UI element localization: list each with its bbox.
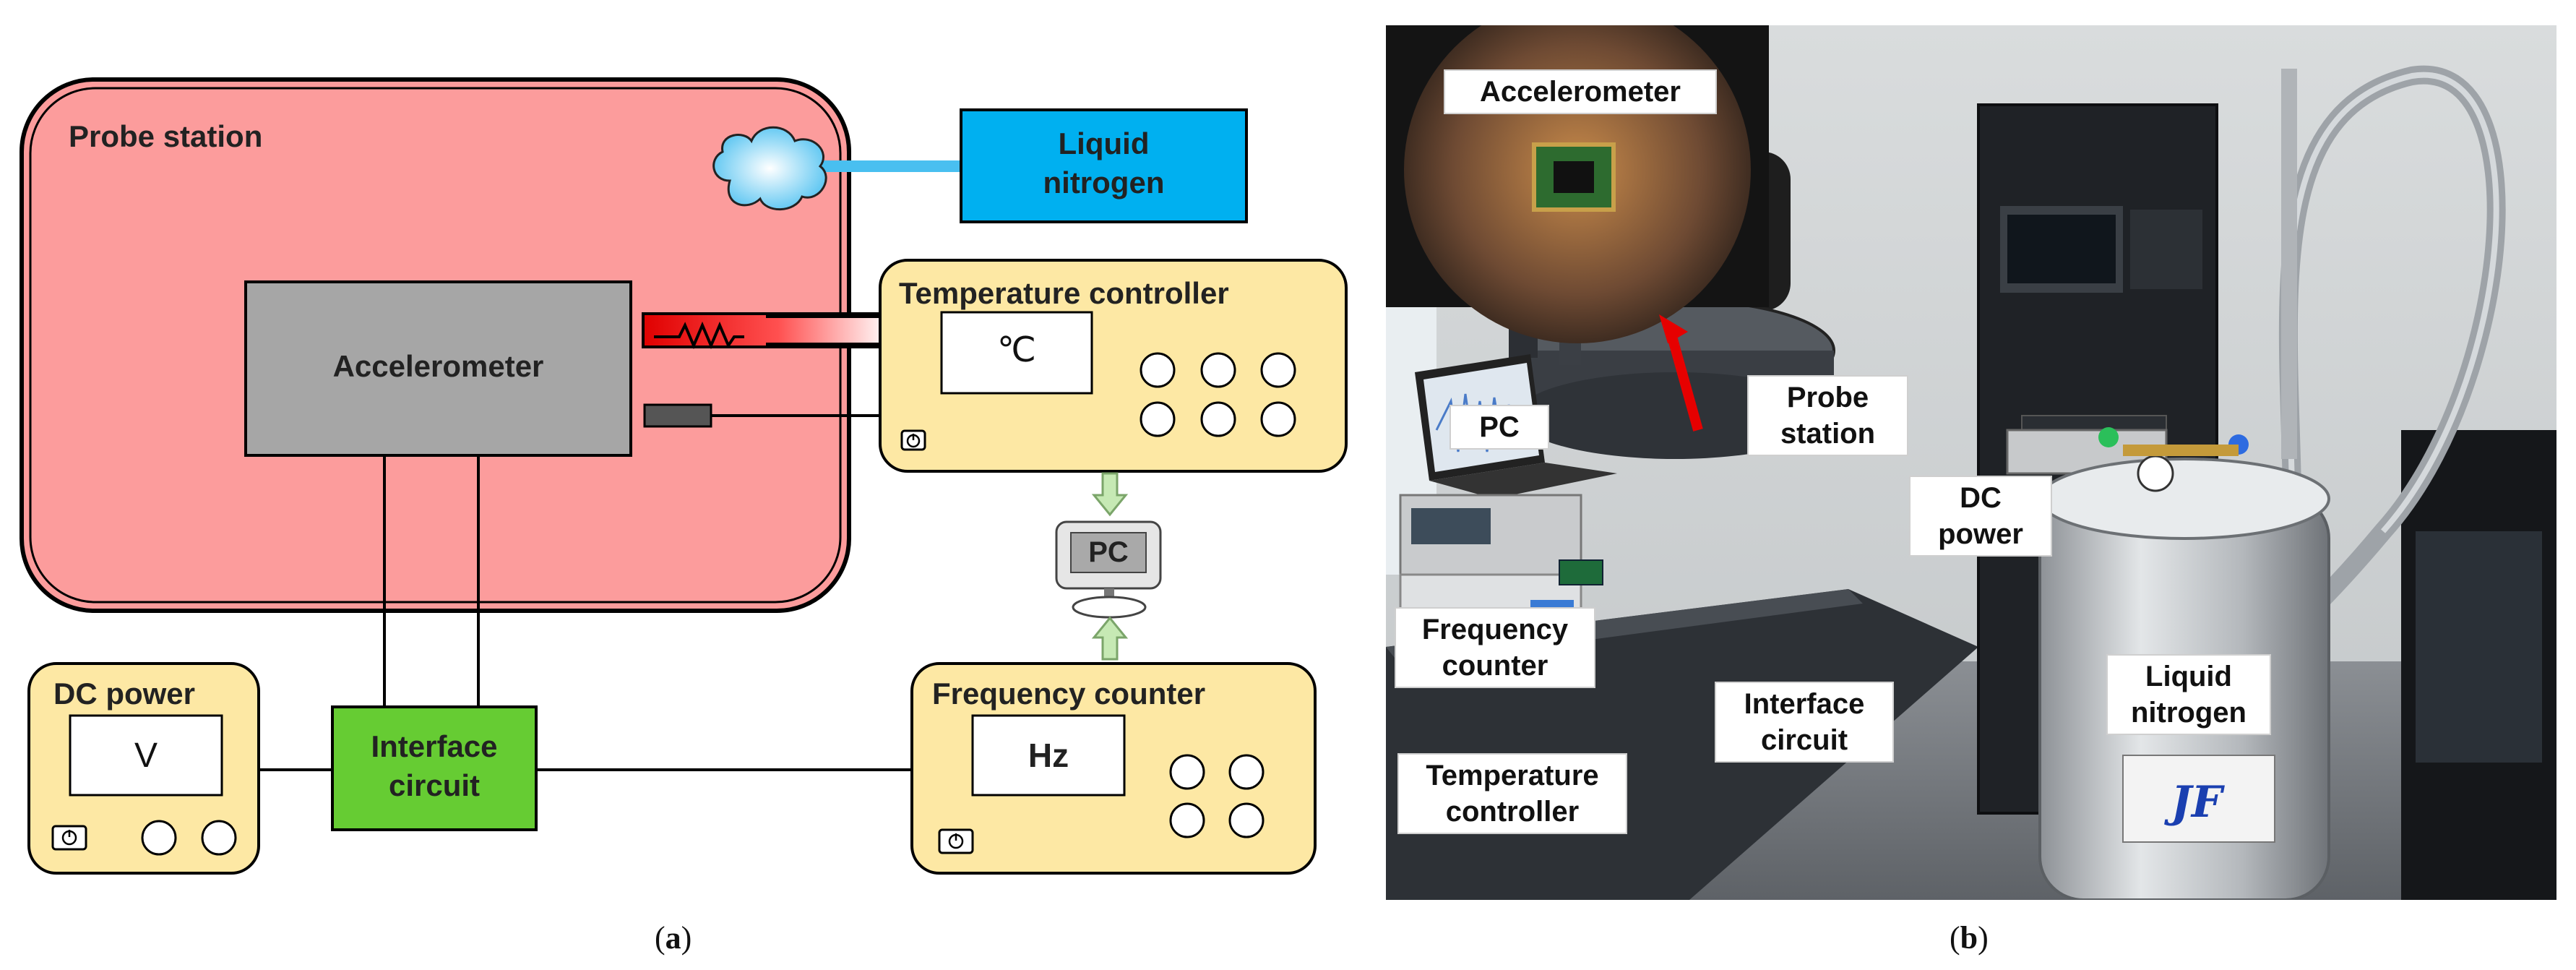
photo-label-probe-station: Probe station	[1747, 375, 1908, 456]
heater-bar	[642, 312, 890, 348]
caption-a: (a)	[655, 920, 692, 956]
photo-label-pc: PC	[1449, 405, 1549, 450]
temperature-display-text: ℃	[997, 330, 1036, 370]
photo-label-frequency-counter: Frequency counter	[1395, 607, 1595, 688]
power-icon	[938, 828, 974, 854]
interface-circuit-board	[1559, 559, 1603, 585]
photo-label-liquid-nitrogen: Liquid nitrogen	[2106, 654, 2271, 735]
liquid-nitrogen-label: Liquid nitrogen	[1043, 126, 1165, 199]
pc-screen	[1070, 532, 1147, 573]
dewar-brand-logo: JF	[2171, 777, 2223, 828]
liquid-nitrogen-box	[960, 108, 1248, 223]
arrow-down-to-pc	[1091, 472, 1129, 517]
accelerometer-box	[244, 280, 632, 457]
photo-label-interface-circuit: Interface circuit	[1715, 682, 1894, 763]
photo-label-temperature-controller: Temperature controller	[1397, 753, 1627, 834]
temperature-controller-label: Temperature controller	[899, 276, 1229, 310]
dc-power-label: DC power	[53, 677, 196, 711]
nitrogen-cloud-icon	[712, 126, 827, 211]
schematic-diagram	[20, 77, 1348, 875]
heater-resistor-icon	[654, 321, 744, 350]
pc-base	[1072, 596, 1147, 619]
temperature-knobs	[1140, 352, 1296, 437]
red-arrow-head	[1659, 314, 1688, 343]
power-icon	[51, 825, 87, 851]
dc-display	[69, 714, 223, 797]
photo-label-accelerometer: Accelerometer	[1444, 69, 1717, 114]
interface-circuit-box	[331, 705, 538, 831]
accelerometer-label: Accelerometer	[332, 349, 544, 383]
power-icon	[900, 429, 926, 451]
frequency-counter-label: Frequency counter	[932, 677, 1206, 711]
dc-display-text: V	[134, 737, 158, 775]
arrow-up-to-pc	[1091, 616, 1129, 661]
interface-circuit-label: Interface circuit	[371, 729, 498, 802]
temperature-display	[940, 311, 1093, 395]
frequency-display	[971, 714, 1126, 797]
temperature-sensor	[643, 403, 712, 428]
photo-label-dc-power: DC power	[1909, 476, 2052, 557]
frequency-knobs	[1169, 754, 1265, 838]
caption-b: (b)	[1950, 920, 1989, 956]
dc-knobs	[141, 820, 237, 856]
red-arrow-line	[1665, 327, 1703, 432]
probe-station-label: Probe station	[69, 119, 263, 153]
nitrogen-pipe	[809, 160, 968, 172]
pc-label: PC	[1088, 536, 1129, 568]
frequency-display-text: Hz	[1028, 737, 1069, 774]
